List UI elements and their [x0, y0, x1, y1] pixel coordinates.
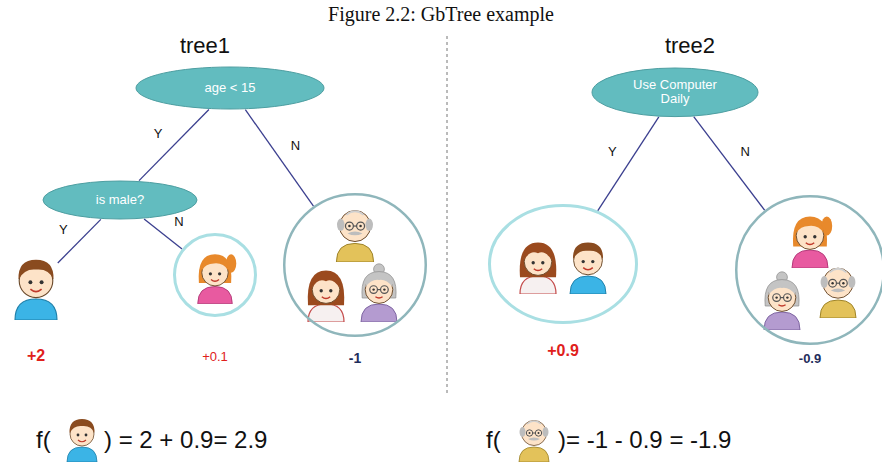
grandma-figure [361, 264, 397, 322]
girl-figure [308, 270, 345, 322]
tree-branch [245, 110, 313, 206]
branch-label: N [172, 215, 185, 228]
tree-branch [139, 109, 209, 180]
leaf-circle [173, 233, 257, 317]
branch-label: Y [152, 127, 165, 140]
leaf-node: +0.9 [488, 204, 638, 324]
leaf-score: +2 [0, 348, 86, 364]
boy-figure [67, 419, 97, 462]
condition-text: Use Computer Daily [625, 78, 725, 107]
leaf-node: -1 [283, 193, 427, 337]
tree-branch [598, 117, 659, 211]
leaf-outline [284, 194, 426, 336]
divider-line [447, 36, 448, 396]
leaf-score: -1 [305, 351, 405, 365]
leaf-outline [736, 196, 882, 344]
tree-branch [58, 219, 101, 263]
leaf-score: +0.1 [165, 350, 265, 363]
boy-figure [15, 260, 57, 320]
girl-figure [520, 242, 557, 294]
figure-title: Figure 2.2: GbTree example [328, 4, 554, 24]
leaf-node: +2 [8, 250, 64, 320]
girl-figure [198, 254, 237, 303]
leaf-circle [283, 193, 427, 337]
ellipse-shape [43, 181, 197, 219]
boy-figure [570, 242, 606, 294]
leaf-node: -0.9 [735, 195, 882, 345]
grandpa-figure [519, 421, 549, 463]
leaf-score: +0.9 [513, 343, 613, 359]
condition-text: age < 15 [205, 81, 256, 95]
leaf-outline [490, 206, 637, 323]
grandpa-figure [820, 268, 856, 318]
condition-text: is male? [96, 193, 144, 207]
split-ellipse: is male? [42, 180, 198, 220]
tree-name: tree1 [180, 35, 230, 57]
branch-label: N [289, 139, 302, 152]
branch-label: Y [606, 145, 619, 158]
tree-name: tree2 [665, 35, 715, 57]
formula-text: f( [486, 428, 501, 452]
ellipse-shape [136, 67, 324, 109]
branch-label: Y [57, 223, 70, 236]
ellipse-shape [592, 68, 758, 117]
formula-text: ) = 2 + 0.9= 2.9 [104, 428, 267, 452]
leaf-circle [735, 195, 882, 345]
grandpa-figure [336, 211, 373, 262]
split-ellipse: Use Computer Daily [591, 67, 759, 118]
formula-text: )= -1 - 0.9 = -1.9 [558, 428, 731, 452]
leaf-outline [175, 235, 256, 316]
girl-figure [792, 216, 832, 268]
formula-text: f( [36, 428, 51, 452]
leaf-node: +0.1 [173, 233, 257, 317]
tree-branch [694, 117, 765, 211]
split-ellipse: age < 15 [135, 66, 325, 110]
leaf-score: -0.9 [760, 352, 860, 365]
branch-label: N [738, 145, 751, 158]
leaf-circle [488, 204, 638, 324]
grandma-figure [764, 272, 800, 330]
